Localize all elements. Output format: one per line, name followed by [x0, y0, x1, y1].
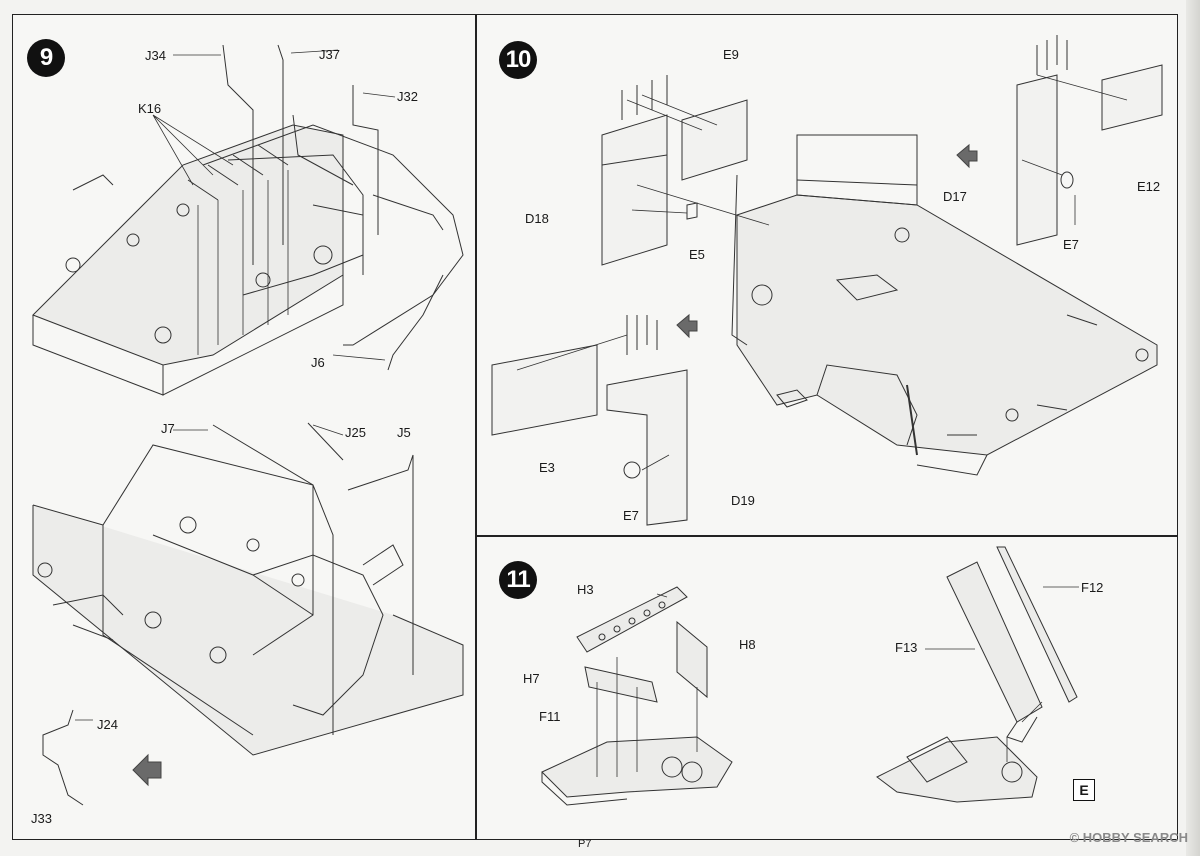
- label-J25: J25: [345, 425, 366, 440]
- label-J6: J6: [311, 355, 325, 370]
- label-H3: H3: [577, 582, 594, 597]
- label-D18: D18: [525, 211, 549, 226]
- label-K16: K16: [138, 101, 162, 116]
- step-10-drawing: [491, 35, 1163, 526]
- label-H7: H7: [523, 671, 540, 686]
- label-J37: J37: [319, 47, 340, 62]
- label-J24: J24: [97, 717, 118, 732]
- label-J33: J33: [31, 811, 52, 826]
- label-E7-top: E7: [1063, 237, 1079, 252]
- parts-tree-marker: E: [1073, 779, 1095, 801]
- label-D17: D17: [943, 189, 967, 204]
- label-H8: H8: [739, 637, 756, 652]
- label-J7: J7: [161, 421, 175, 436]
- label-F11: F11: [539, 709, 561, 724]
- step-10-badge: 10: [499, 41, 537, 79]
- label-E12: E12: [1137, 179, 1161, 194]
- sheet-edge: [1186, 0, 1200, 856]
- step-11-panel: 11 H3 H8 H7 F11 F12 F13 E: [476, 536, 1178, 840]
- label-E5: E5: [689, 247, 705, 262]
- label-J5: J5: [397, 425, 411, 440]
- label-E9: E9: [723, 47, 739, 62]
- watermark: © HOBBY SEARCH: [1069, 830, 1188, 845]
- label-F13: F13: [895, 640, 918, 655]
- label-F12: F12: [1081, 580, 1104, 595]
- label-J32: J32: [397, 89, 418, 104]
- label-E3: E3: [539, 460, 555, 475]
- step-9-badge: 9: [27, 39, 65, 77]
- step-11-badge: 11: [499, 561, 537, 599]
- label-E7-bottom: E7: [623, 508, 639, 523]
- label-D19: D19: [731, 493, 755, 508]
- step-10-panel: 10: [476, 14, 1178, 536]
- step-11-drawing: [541, 546, 1079, 806]
- step-9-drawing: [32, 44, 464, 806]
- step-9-panel: 9: [12, 14, 476, 840]
- label-J34: J34: [145, 48, 166, 63]
- page-number: P7: [578, 838, 592, 850]
